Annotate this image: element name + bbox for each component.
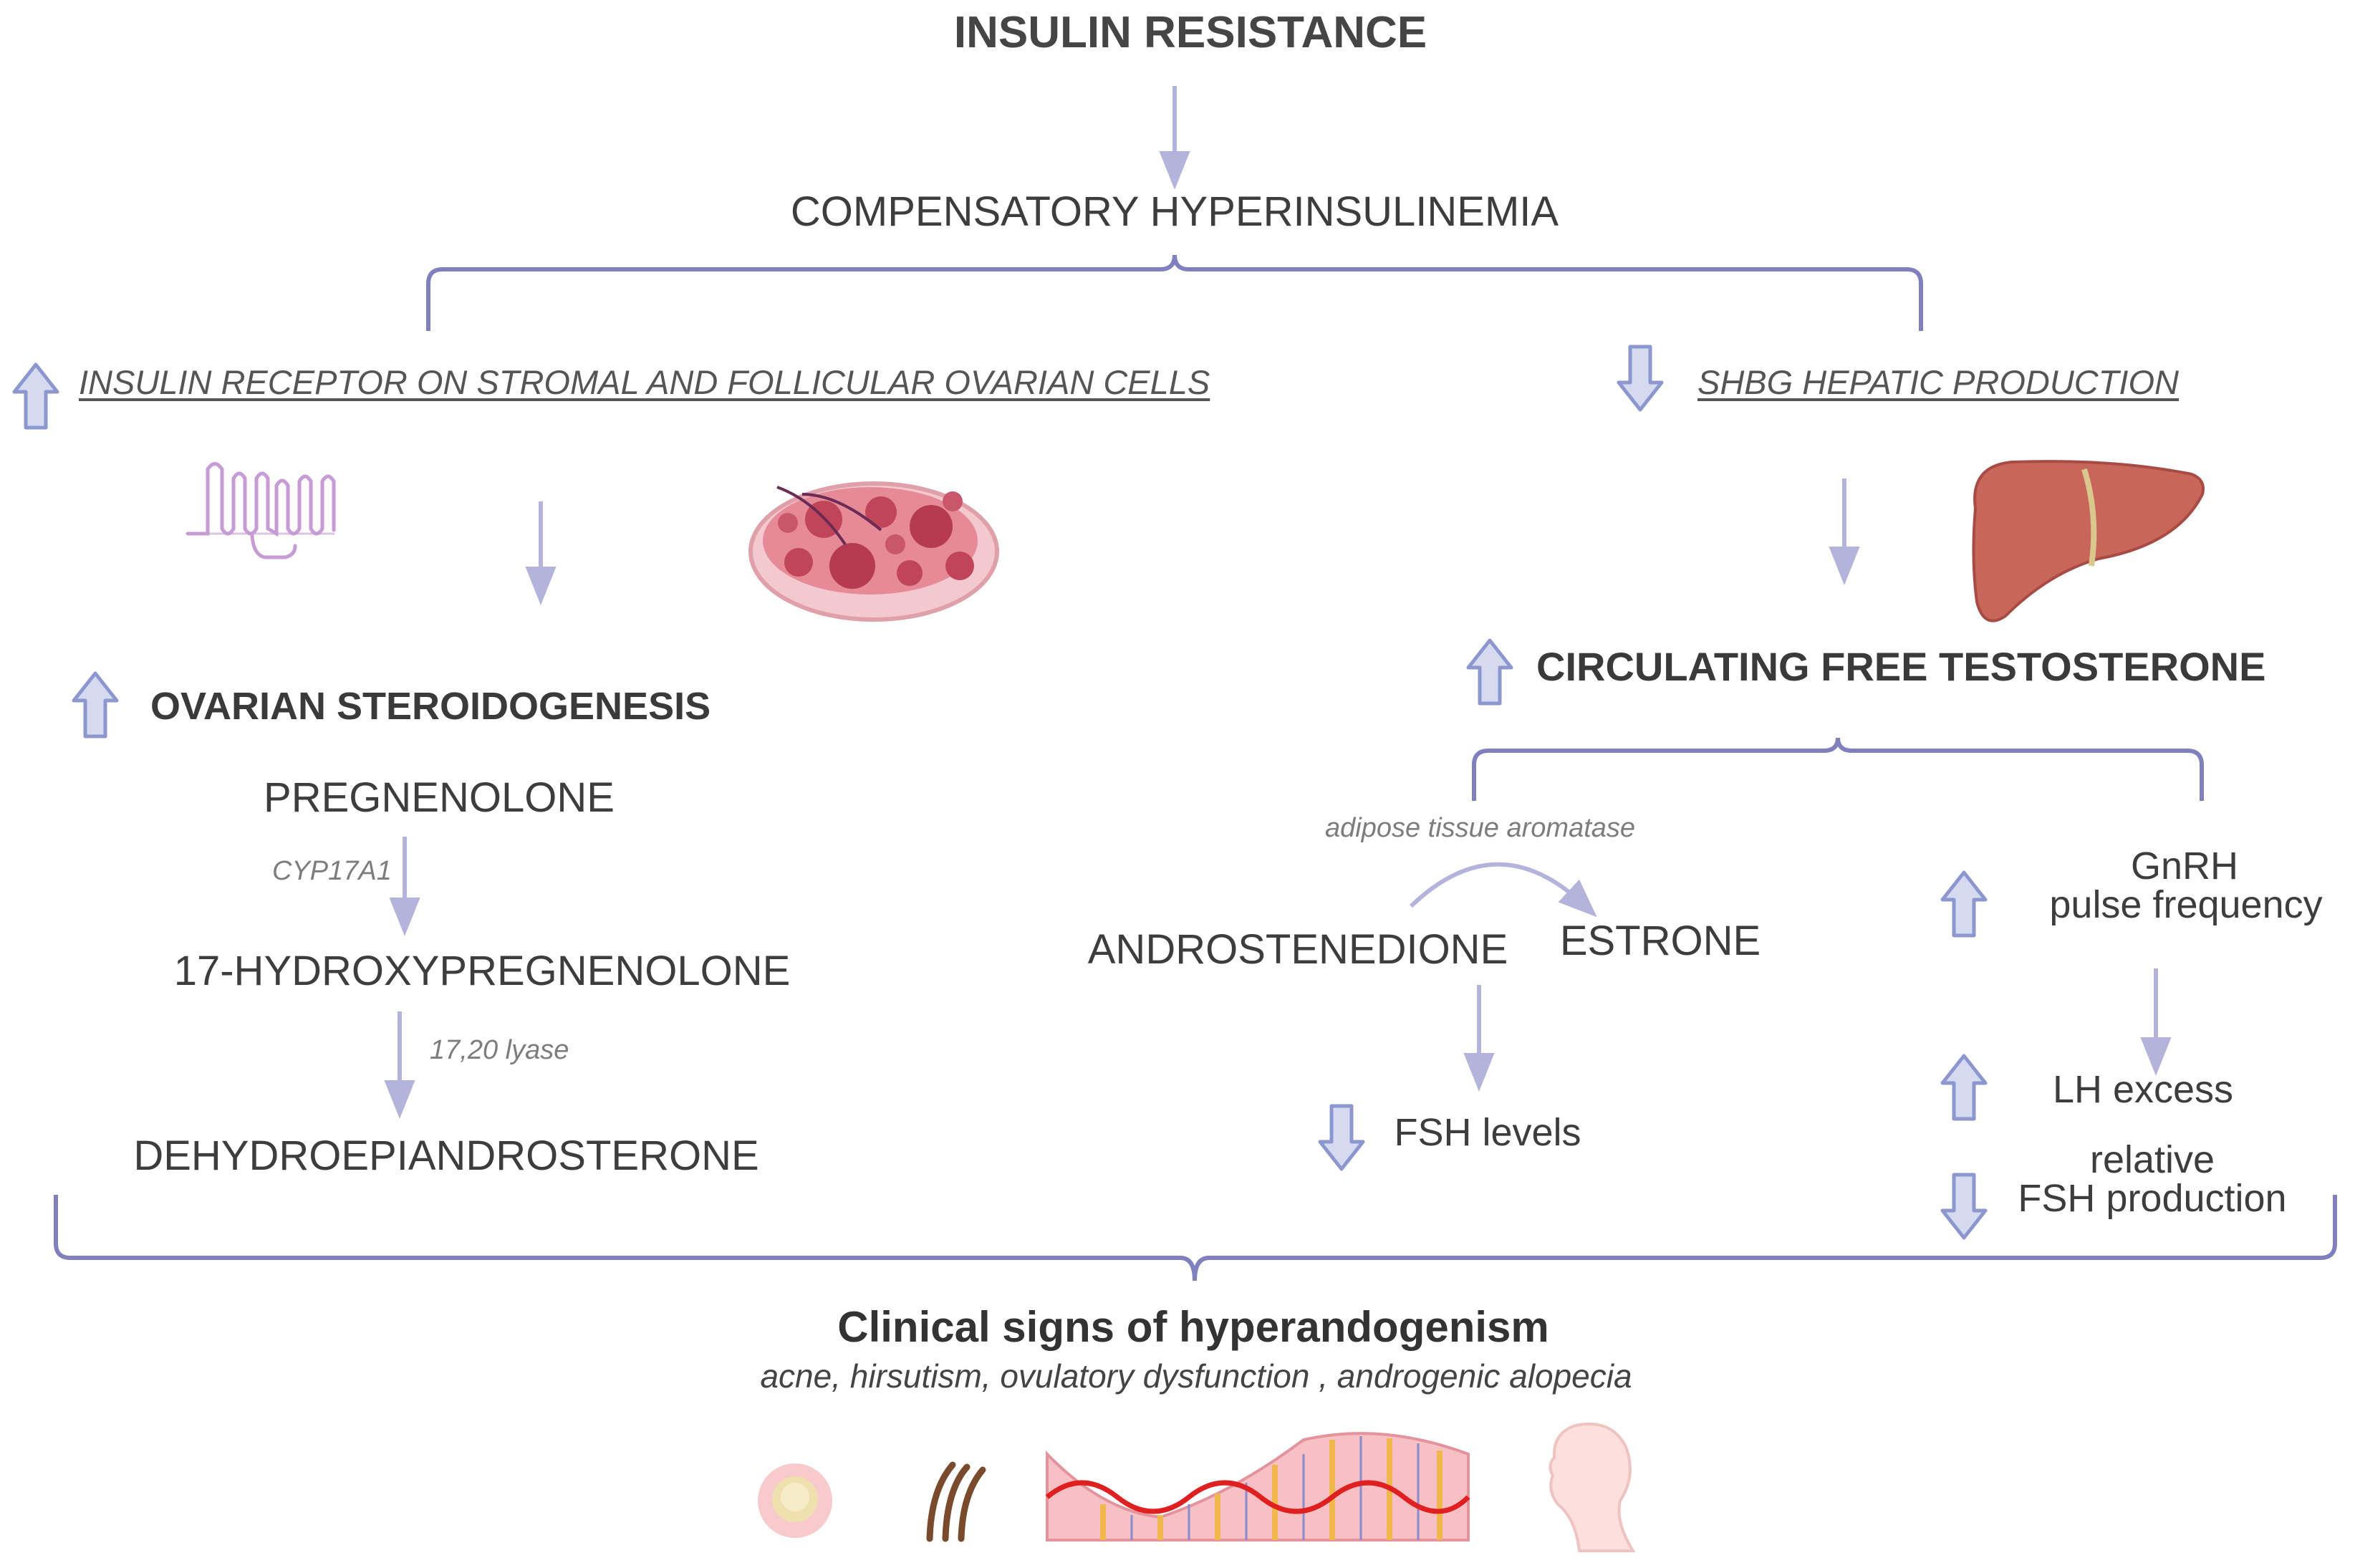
pulse-frequency-label: pulse frequency: [2049, 883, 2323, 926]
ovary-icon: [748, 481, 999, 622]
lyase-label: 17,20 lyase: [430, 1035, 569, 1065]
17-hydroxypregnenolone-label: 17-HYDROXYPREGNENOLONE: [173, 948, 791, 994]
clinical-signs-list: acne, hirsutism, ovulatory dysfunction ,…: [760, 1357, 1632, 1395]
hair-icon: [926, 1461, 986, 1542]
liver-icon: [1972, 460, 2205, 622]
hyperinsulinemia-label: COMPENSATORY HYPERINSULINEMIA: [790, 188, 1559, 235]
insulin-resistance-title: INSULIN RESISTANCE: [953, 8, 1427, 57]
ovarian-steroidogenesis-label: OVARIAN STEROIDOGENESIS: [150, 685, 711, 728]
endometrium-icon: [1045, 1432, 1470, 1541]
relative-label: relative: [2089, 1138, 2215, 1181]
gnrh-label: GnRH: [2130, 845, 2239, 888]
up-arrow-icon: [1942, 1056, 1985, 1119]
up-arrow-icon: [1468, 640, 1511, 703]
up-arrow-icon: [14, 365, 57, 428]
shbg-label: SHBG HEPATIC PRODUCTION: [1697, 363, 2179, 401]
dhea-label: DEHYDROEPIANDROSTERONE: [133, 1132, 759, 1179]
fsh-production-label: FSH production: [2018, 1177, 2287, 1220]
aromatase-label: adipose tissue aromatase: [1325, 813, 1636, 843]
bracket-testosterone: [1472, 737, 2204, 801]
up-arrow-icon: [1942, 872, 1985, 935]
estrone-label: ESTRONE: [1559, 918, 1761, 964]
insulin-receptor-label: INSULIN RECEPTOR ON STROMAL AND FOLLICUL…: [79, 363, 1210, 401]
arrow-aromatase-curve: [1409, 862, 1597, 918]
insulin-receptor-icon: [186, 462, 336, 559]
head-profile-icon: [1549, 1423, 1636, 1552]
free-testosterone-label: CIRCULATING FREE TESTOSTERONE: [1536, 644, 2266, 689]
up-arrow-icon: [74, 673, 117, 736]
cyp17a1-label: CYP17A1: [272, 856, 392, 886]
down-arrow-icon: [1942, 1175, 1985, 1238]
bracket-bottom: [54, 1195, 2337, 1281]
androstenedione-label: ANDROSTENEDIONE: [1087, 926, 1508, 973]
acne-icon: [758, 1463, 832, 1538]
down-arrow-icon: [1320, 1106, 1363, 1169]
clinical-signs-title: Clinical signs of hyperandogenism: [837, 1303, 1549, 1351]
down-arrow-icon: [1619, 347, 1662, 410]
fsh-levels-label: FSH levels: [1394, 1111, 1581, 1154]
pregnenolone-label: PREGNENOLONE: [264, 774, 615, 821]
bracket-top: [426, 254, 1923, 331]
lh-excess-label: LH excess: [2052, 1068, 2234, 1111]
